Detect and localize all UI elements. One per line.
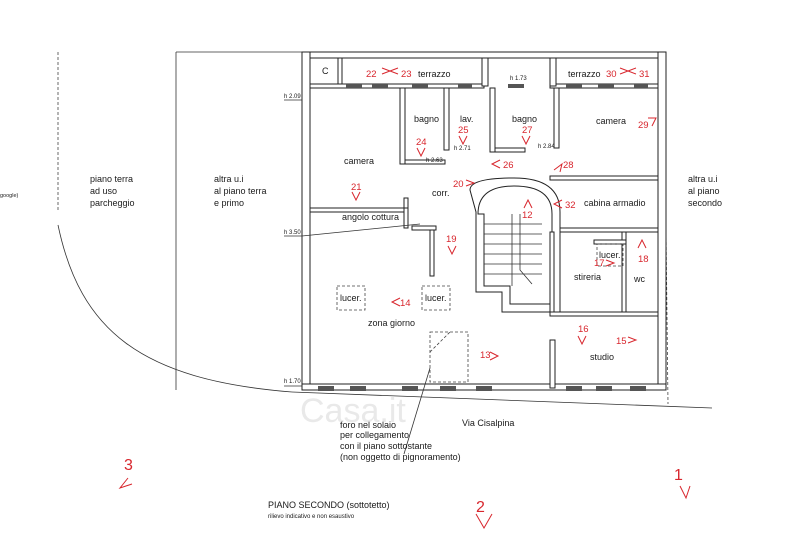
room-studio: studio xyxy=(590,352,614,362)
marker-25: 25 xyxy=(458,125,469,136)
marker-30: 30 xyxy=(606,69,617,80)
windows xyxy=(318,84,648,391)
height-263: h 2.63 xyxy=(426,158,443,164)
skylight-label-3: lucer. xyxy=(599,250,621,260)
skylight-label-2: lucer. xyxy=(425,293,447,303)
skylight-label-1: lucer. xyxy=(340,293,362,303)
view-marker-2: 2 xyxy=(476,499,485,516)
marker-16: 16 xyxy=(578,324,589,335)
other-unit-left-3: e primo xyxy=(214,198,244,208)
marker-26: 26 xyxy=(503,160,514,171)
marker-20: 20 xyxy=(453,179,464,190)
other-unit-right-1: altra u.i xyxy=(688,174,718,184)
other-unit-left-2: al piano terra xyxy=(214,186,267,196)
marker-15: 15 xyxy=(616,336,627,347)
note-line-1: foro nel solaio xyxy=(340,420,396,430)
room-angolo: angolo cottura xyxy=(342,212,399,222)
other-unit-right-3: secondo xyxy=(688,198,722,208)
note-line-4: (non oggetto di pignoramento) xyxy=(340,452,461,462)
height-173: h 1.73 xyxy=(510,76,527,82)
room-stireria: stireria xyxy=(574,272,601,282)
room-corr: corr. xyxy=(432,188,450,198)
height-284: h 2.84 xyxy=(538,144,555,150)
other-unit-right-2: al piano xyxy=(688,186,720,196)
parking-line-1: piano terra xyxy=(90,174,133,184)
floor-hole-note: foro nel solaio per collegamento con il … xyxy=(340,420,461,462)
room-zona: zona giorno xyxy=(368,318,415,328)
marker-18: 18 xyxy=(638,254,649,265)
watermark: Casa.it xyxy=(300,392,406,430)
room-labels: C terrazzo terrazzo bagno lav. bagno cam… xyxy=(0,66,722,428)
marker-12: 12 xyxy=(522,210,533,221)
plan-subtitle: rilievo indicativo e non esaustivo xyxy=(268,514,355,520)
room-terrace-left: terrazzo xyxy=(418,69,451,79)
marker-23: 23 xyxy=(401,69,412,80)
parking-line-3: parcheggio xyxy=(90,198,135,208)
marker-21: 21 xyxy=(351,182,362,193)
skylights xyxy=(336,243,624,383)
view-markers: 3 2 1 xyxy=(118,457,691,530)
room-cabina: cabina armadio xyxy=(584,198,646,208)
marker-29: 29 xyxy=(638,120,649,131)
photo-markers: 22 23 30 31 24 25 27 29 26 28 21 20 32 1… xyxy=(351,67,657,361)
room-camera-right: camera xyxy=(596,116,626,126)
marker-22: 22 xyxy=(366,69,377,80)
height-350: h 3.50 xyxy=(284,230,301,236)
stair-treads xyxy=(484,214,542,286)
room-bagno-left: bagno xyxy=(414,114,439,124)
marker-28: 28 xyxy=(563,160,574,171)
room-bagno-right: bagno xyxy=(512,114,537,124)
view-marker-3: 3 xyxy=(124,457,133,474)
height-170: h 1.70 xyxy=(284,379,301,385)
height-271: h 2.71 xyxy=(454,146,471,152)
parking-line-2: ad uso xyxy=(90,186,117,196)
height-reference-lines xyxy=(284,99,431,455)
marker-31: 31 xyxy=(639,69,650,80)
marker-14: 14 xyxy=(400,298,411,309)
marker-32: 32 xyxy=(565,200,576,211)
height-labels: h 2.09 h 1.73 h 2.71 h 2.63 h 2.84 h 3.5… xyxy=(284,76,555,385)
marker-19: 19 xyxy=(446,234,457,245)
room-c: C xyxy=(322,66,329,76)
street-label: Via Cisalpina xyxy=(462,418,514,428)
note-line-2: per collegamento xyxy=(340,430,409,440)
left-edge-note: google) xyxy=(0,193,19,199)
other-unit-left-1: altra u.i xyxy=(214,174,244,184)
room-wc: wc xyxy=(633,274,645,284)
room-terrace-right: terrazzo xyxy=(568,69,601,79)
height-209: h 2.09 xyxy=(284,94,301,100)
view-marker-1: 1 xyxy=(674,467,683,484)
marker-13: 13 xyxy=(480,350,491,361)
note-line-3: con il piano sottostante xyxy=(340,441,432,451)
marker-24: 24 xyxy=(416,137,427,148)
marker-27: 27 xyxy=(522,125,533,136)
marker-17: 17 xyxy=(594,258,605,269)
plan-title: PIANO SECONDO (sottotetto) xyxy=(268,500,390,510)
room-camera-left: camera xyxy=(344,156,374,166)
room-lav: lav. xyxy=(460,114,473,124)
